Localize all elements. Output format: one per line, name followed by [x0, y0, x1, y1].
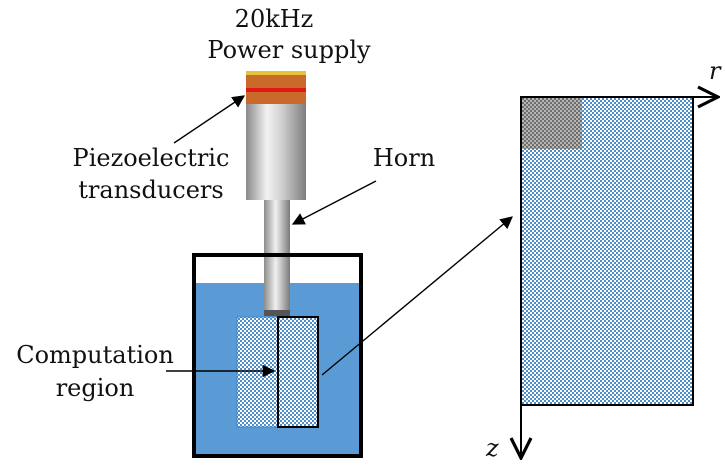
frequency-label: 20kHz: [235, 5, 314, 33]
region-label-line1: Computation: [16, 341, 174, 369]
power-supply-label: Power supply: [207, 36, 371, 64]
axis-z-label: z: [485, 434, 499, 462]
zoom-arrow: [321, 216, 513, 376]
horn-arrow: [291, 180, 377, 225]
transducer-label-line1: Piezoelectric: [73, 144, 230, 172]
horn-label: Horn: [373, 144, 435, 172]
computation-region-small: [236, 316, 319, 428]
region-label-line2: region: [56, 374, 135, 402]
transducer-label-line2: transducers: [78, 176, 223, 204]
piezoelectric-transducer: [246, 71, 306, 200]
computation-region-enlarged: [520, 96, 694, 406]
axis-r-label: r: [709, 57, 722, 85]
transducer-arrow: [173, 95, 246, 144]
